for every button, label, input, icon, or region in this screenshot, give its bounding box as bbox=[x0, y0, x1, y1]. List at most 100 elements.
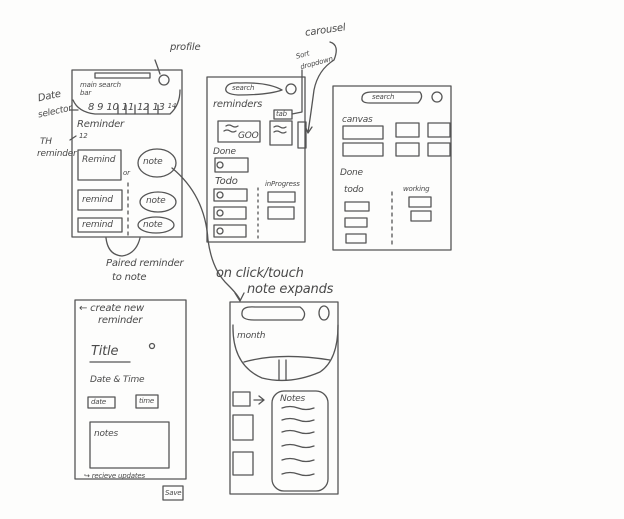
back-create-title[interactable]: ← create new bbox=[79, 303, 144, 314]
month-label: month bbox=[237, 331, 266, 341]
date-item[interactable]: 8 bbox=[88, 102, 95, 113]
date-item[interactable]: 12 bbox=[137, 102, 150, 113]
frame-create bbox=[74, 299, 187, 480]
search-label: search bbox=[232, 84, 255, 92]
date-selector[interactable]: 8 9 10 11 12 13 14 bbox=[88, 103, 176, 113]
notes-field[interactable] bbox=[89, 421, 170, 469]
note-label: note bbox=[143, 220, 163, 230]
todo-card[interactable] bbox=[213, 206, 247, 220]
date-button-label: date bbox=[91, 398, 106, 406]
profile-icon[interactable] bbox=[431, 91, 443, 103]
frame-board bbox=[206, 76, 306, 243]
canvas-heading: canvas bbox=[342, 115, 373, 125]
todo-card[interactable] bbox=[344, 201, 370, 212]
date-button[interactable] bbox=[87, 396, 116, 409]
annotation-th-reminder: reminder bbox=[37, 149, 77, 159]
date-dividers bbox=[117, 104, 159, 115]
check-circle-icon[interactable] bbox=[216, 227, 224, 235]
annotation-arrow bbox=[69, 109, 79, 141]
done-card[interactable] bbox=[214, 157, 249, 173]
reminder-card[interactable] bbox=[77, 217, 123, 233]
carousel-pointer bbox=[304, 41, 337, 134]
reminder-count: 12 bbox=[79, 132, 88, 140]
frame-canvas bbox=[332, 85, 452, 251]
reminder-heading: Reminder bbox=[77, 119, 124, 130]
search-oval[interactable] bbox=[225, 82, 283, 96]
date-item[interactable]: 9 bbox=[97, 102, 104, 113]
check-circle-icon[interactable] bbox=[216, 191, 224, 199]
search-oval[interactable] bbox=[361, 91, 423, 104]
reminder-card[interactable] bbox=[269, 120, 293, 146]
profile-icon[interactable] bbox=[318, 305, 330, 321]
sort-pointer bbox=[291, 69, 303, 115]
receive-updates-toggle[interactable]: ↪ recieve updates bbox=[84, 472, 145, 480]
date-selector-band bbox=[72, 89, 181, 115]
inprogress-heading: inProgress bbox=[265, 180, 300, 188]
title-field[interactable]: Title bbox=[91, 344, 119, 359]
canvas-card[interactable] bbox=[427, 122, 451, 138]
side-card[interactable] bbox=[232, 451, 254, 476]
reminder-card[interactable] bbox=[77, 149, 122, 181]
side-card[interactable] bbox=[232, 414, 254, 441]
side-card[interactable] bbox=[232, 391, 251, 407]
frame-home bbox=[71, 69, 183, 238]
frame-expanded bbox=[229, 301, 339, 495]
search-oval[interactable] bbox=[241, 306, 306, 321]
reminder-label: remind bbox=[82, 220, 113, 230]
search-bar[interactable] bbox=[94, 72, 151, 79]
canvas-card[interactable] bbox=[395, 142, 420, 157]
canvas-card[interactable] bbox=[395, 122, 420, 138]
notes-heading: Notes bbox=[280, 394, 305, 404]
todo-card[interactable] bbox=[213, 224, 247, 238]
annotation-th-reminder: TH bbox=[40, 137, 52, 147]
working-card[interactable] bbox=[408, 196, 432, 208]
tab-label: tab bbox=[276, 110, 287, 118]
month-calendar[interactable] bbox=[232, 324, 339, 382]
profile-icon[interactable] bbox=[158, 74, 170, 86]
squiggle bbox=[223, 124, 239, 133]
canvas-card[interactable] bbox=[342, 142, 384, 157]
note-card[interactable] bbox=[139, 191, 177, 213]
profile-icon[interactable] bbox=[285, 83, 297, 95]
note-lines bbox=[281, 405, 315, 477]
info-icon[interactable] bbox=[148, 342, 156, 350]
inprogress-card[interactable] bbox=[267, 191, 296, 203]
search-label: bar bbox=[80, 89, 92, 97]
squiggle bbox=[273, 125, 287, 134]
date-item[interactable]: 13 bbox=[152, 102, 165, 113]
notes-label: notes bbox=[94, 429, 118, 439]
carousel-indicator[interactable] bbox=[297, 121, 307, 149]
canvas-card[interactable] bbox=[342, 125, 384, 140]
todo-card[interactable] bbox=[344, 217, 368, 228]
todo-heading: Todo bbox=[215, 176, 238, 187]
arrow-icon bbox=[253, 395, 265, 405]
annotation-paired: to note bbox=[112, 272, 147, 283]
note-card[interactable] bbox=[137, 216, 175, 234]
date-item[interactable]: 11 bbox=[121, 102, 135, 113]
todo-card[interactable] bbox=[213, 188, 248, 202]
done-heading: Done bbox=[340, 168, 363, 178]
annotation-profile: profile bbox=[170, 42, 201, 53]
reminder-card[interactable] bbox=[217, 120, 261, 143]
expand-arrow bbox=[171, 167, 245, 302]
todo-heading: todo bbox=[344, 185, 364, 195]
expanded-note-card[interactable] bbox=[271, 390, 329, 492]
pairing-bracket bbox=[105, 237, 141, 257]
todo-card[interactable] bbox=[345, 233, 367, 244]
working-card[interactable] bbox=[410, 210, 432, 222]
reminders-heading: reminders bbox=[213, 99, 263, 110]
search-label: main search bbox=[80, 81, 121, 89]
time-button[interactable] bbox=[135, 394, 159, 409]
canvas-card[interactable] bbox=[427, 142, 451, 157]
time-button-label: time bbox=[139, 397, 155, 405]
date-item[interactable]: 14 bbox=[167, 102, 177, 110]
reminder-card[interactable] bbox=[77, 189, 123, 211]
check-circle-icon[interactable] bbox=[216, 161, 224, 169]
or-label: or bbox=[123, 169, 130, 177]
save-button[interactable] bbox=[162, 485, 184, 501]
date-item[interactable]: 10 bbox=[106, 102, 119, 113]
inprogress-card[interactable] bbox=[267, 206, 295, 220]
note-card[interactable] bbox=[137, 148, 177, 178]
check-circle-icon[interactable] bbox=[216, 209, 224, 217]
